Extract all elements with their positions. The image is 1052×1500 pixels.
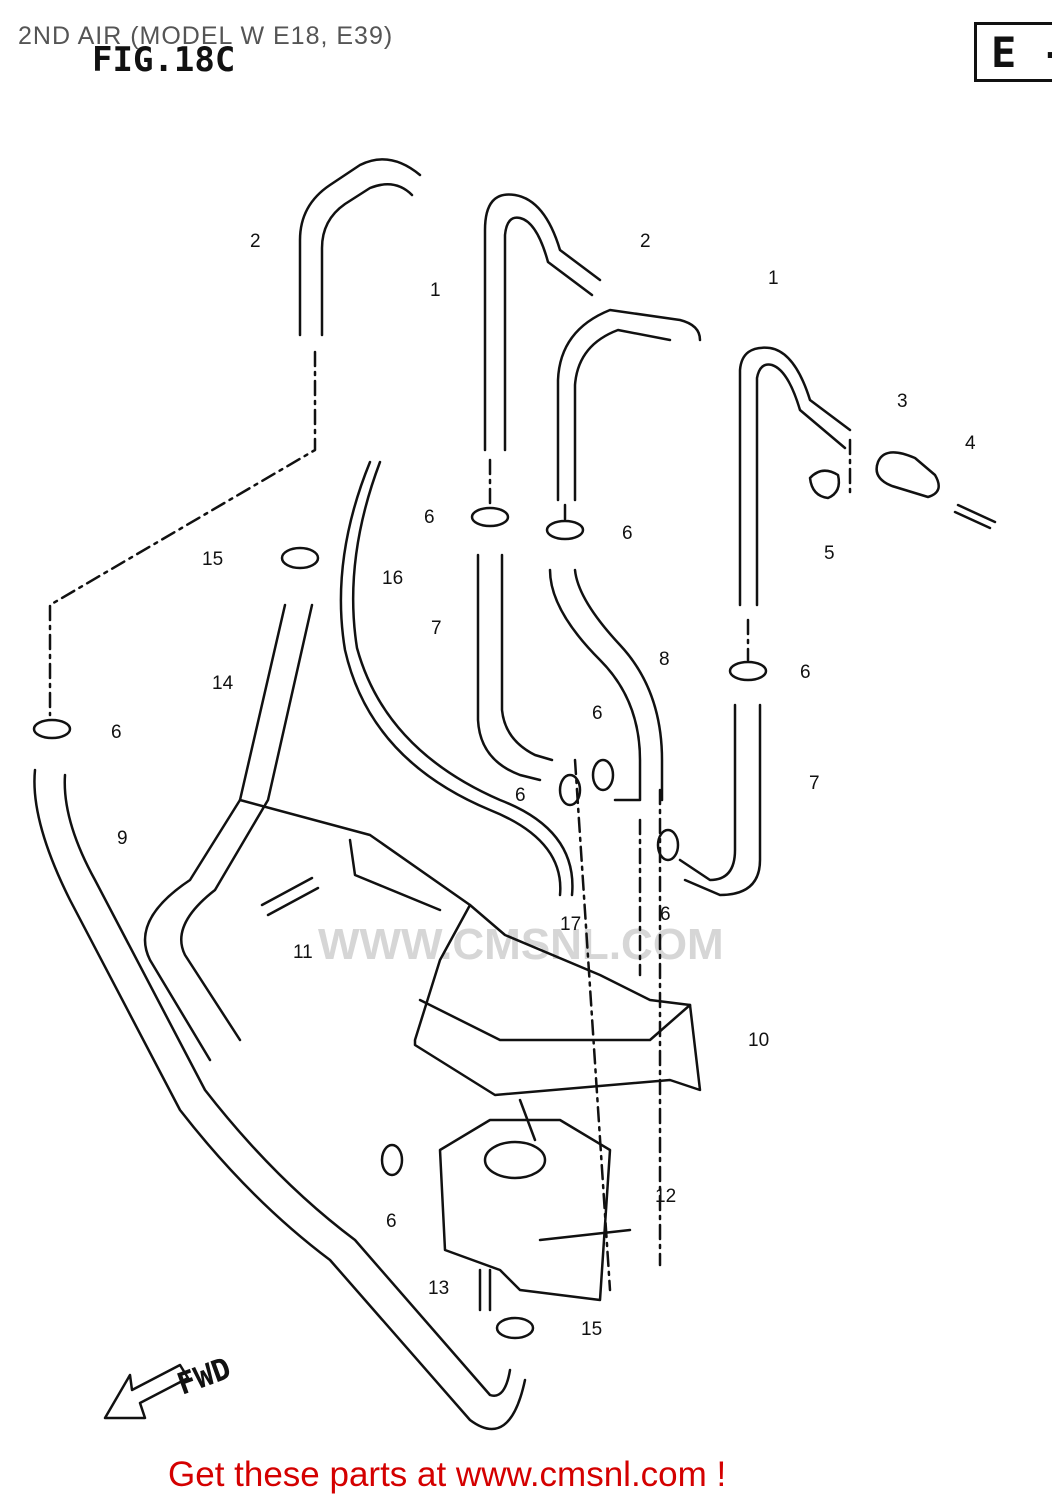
label-2-center: 2 xyxy=(640,231,651,252)
bracket-10 xyxy=(413,903,702,1097)
label-5: 5 xyxy=(824,543,835,564)
footer-link[interactable]: Get these parts at www.cmsnl.com ! xyxy=(168,1455,727,1494)
label-11: 11 xyxy=(293,942,313,963)
gasket-3 xyxy=(875,451,940,499)
label-2-left: 2 xyxy=(250,231,261,252)
hose-14 xyxy=(143,603,287,1062)
nut-5 xyxy=(808,469,841,500)
clamp-6-d xyxy=(32,718,72,740)
fwd-label: FWD xyxy=(173,1351,236,1402)
label-12: 12 xyxy=(655,1186,676,1207)
section-marker: E - xyxy=(974,22,1052,82)
label-14: 14 xyxy=(212,673,234,694)
valve-12 xyxy=(438,1118,612,1302)
guide-lines xyxy=(48,350,852,1292)
hose-1-right xyxy=(738,346,852,607)
label-15-a: 15 xyxy=(202,549,223,570)
clamp-15-b xyxy=(495,1316,535,1340)
clamp-6-f xyxy=(558,773,582,807)
fwd-arrow xyxy=(103,1363,190,1420)
hose-8 xyxy=(548,568,642,802)
hose-2-center xyxy=(556,308,702,502)
clamp-6-e xyxy=(591,758,615,792)
label-6-g: 6 xyxy=(660,904,671,925)
label-17: 17 xyxy=(560,914,581,935)
part-labels: 2 1 2 1 3 4 5 6 6 6 6 6 6 6 6 7 7 8 9 10… xyxy=(111,231,976,1403)
label-16: 16 xyxy=(382,568,403,589)
label-3: 3 xyxy=(897,391,908,412)
bolt-13 xyxy=(478,1268,492,1312)
stud-4 xyxy=(953,503,997,530)
hose-7-center xyxy=(476,553,542,782)
label-7-right: 7 xyxy=(809,773,820,794)
hose-1-center xyxy=(483,193,602,452)
label-6-e: 6 xyxy=(592,703,603,724)
page-title: 2ND AIR (MODEL W E18, E39) xyxy=(18,22,394,50)
clamp-6-b xyxy=(545,519,585,541)
label-6-h: 6 xyxy=(386,1211,397,1232)
hose-7-right xyxy=(678,703,737,882)
clamp-6-a xyxy=(470,506,510,528)
clamp-6-c xyxy=(728,660,768,682)
figure-label: FIG.18C xyxy=(92,40,236,80)
watermark: WWW.CMSNL.COM xyxy=(318,920,724,969)
label-10: 10 xyxy=(748,1030,769,1051)
label-15-b: 15 xyxy=(581,1319,602,1340)
cover-plate xyxy=(238,798,472,912)
clamp-15-a xyxy=(280,546,320,570)
label-7-center: 7 xyxy=(431,618,442,639)
label-6-f: 6 xyxy=(515,785,526,806)
hose-2-left xyxy=(298,158,422,337)
label-1-right: 1 xyxy=(768,268,779,289)
label-9: 9 xyxy=(117,828,128,849)
label-6-b: 6 xyxy=(622,523,633,544)
clamp-6-h xyxy=(380,1143,404,1177)
label-6-a: 6 xyxy=(424,507,435,528)
label-6-d: 6 xyxy=(111,722,122,743)
label-4: 4 xyxy=(965,433,976,454)
label-1-center: 1 xyxy=(430,280,441,301)
bolt-11 xyxy=(260,876,320,917)
label-8: 8 xyxy=(659,649,670,670)
hose-16 xyxy=(339,460,562,897)
label-6-c: 6 xyxy=(800,662,811,683)
clamp-6-g xyxy=(656,828,680,862)
label-13: 13 xyxy=(428,1278,449,1299)
hose-9 xyxy=(33,768,527,1431)
